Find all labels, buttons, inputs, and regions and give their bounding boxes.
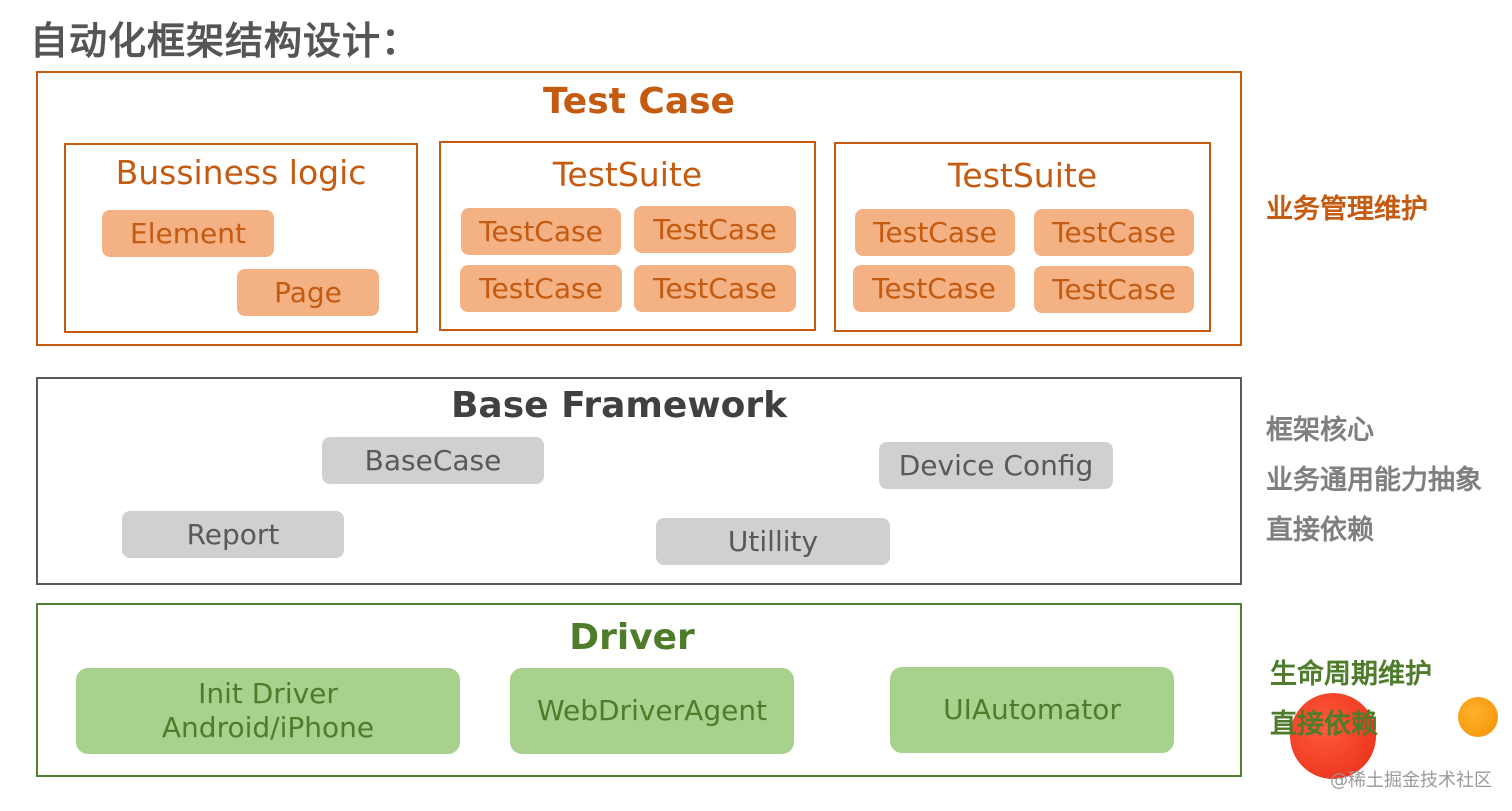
decorative-red-circle [1290,693,1376,779]
side-label-lifecycle: 生命周期维护 [1270,659,1432,690]
page-title: 自动化框架结构设计： [30,19,421,63]
side-label-framework-abstract: 业务通用能力抽象 [1266,465,1482,496]
side-label-driver-dependency: 直接依赖 [1270,709,1378,740]
watermark: @稀土掘金技术社区 [1330,770,1492,791]
init-driver-chip: Init Driver Android/iPhone [76,668,460,754]
page-chip: Page [237,269,379,316]
side-label-framework-dependency: 直接依赖 [1266,515,1374,546]
side-label-framework-core: 框架核心 [1266,415,1374,446]
test-suite-title-1: TestSuite [552,155,703,194]
init-driver-line-1: Init Driver [198,677,338,710]
test-case-chip: TestCase [853,265,1015,312]
report-chip: Report [122,511,344,558]
device-config-chip: Device Config [879,442,1113,489]
test-case-chip: TestCase [1034,266,1194,313]
base-framework-layer: Base Framework BaseCase Device Config Re… [36,377,1242,585]
test-case-chip: TestCase [634,206,796,253]
test-suite-box-2: TestSuite TestCase TestCase TestCase Tes… [834,142,1211,332]
business-logic-title: Bussiness logic [115,153,367,192]
test-case-layer-title: Test Case [543,81,735,122]
test-case-chip: TestCase [460,265,622,312]
web-driver-agent-chip: WebDriverAgent [510,668,794,754]
driver-layer: Driver Init Driver Android/iPhone WebDri… [36,603,1242,777]
base-case-chip: BaseCase [322,437,544,484]
base-framework-title: Base Framework [450,385,788,426]
side-label-business: 业务管理维护 [1266,194,1428,225]
utility-chip: Utillity [656,518,890,565]
init-driver-line-2: Android/iPhone [161,711,375,744]
test-case-chip: TestCase [855,209,1015,256]
test-case-chip: TestCase [1034,209,1194,256]
ui-automator-chip: UIAutomator [890,667,1174,753]
decorative-orange-circle [1458,697,1498,737]
test-case-layer: Test Case Bussiness logic Element Page T… [36,71,1242,346]
test-suite-title-2: TestSuite [947,156,1098,195]
test-suite-box-1: TestSuite TestCase TestCase TestCase Tes… [439,141,816,331]
test-case-chip: TestCase [461,208,621,255]
driver-title: Driver [569,617,695,658]
element-chip: Element [102,210,274,257]
test-case-chip: TestCase [634,265,796,312]
business-logic-box: Bussiness logic Element Page [64,143,418,333]
